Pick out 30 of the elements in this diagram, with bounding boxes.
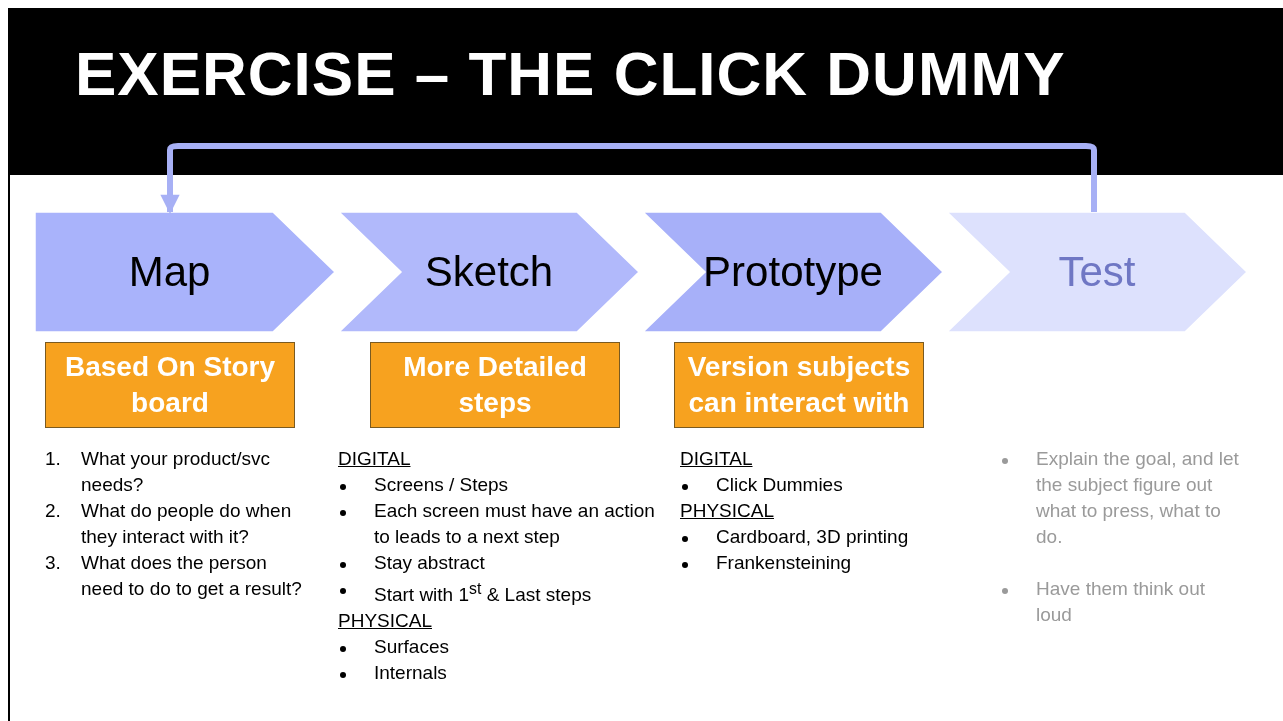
section-heading: PHYSICAL — [680, 499, 774, 523]
list-item: Explain the goal, and let the subject figure out what to press, what to do. — [1000, 446, 1240, 550]
list-item: Stay abstract — [338, 550, 658, 576]
list-item: What your product/svc needs? — [81, 447, 272, 497]
list-item: Screens / Steps — [338, 472, 658, 498]
list-item: What do people do when they interact with it? — [81, 499, 293, 549]
list-item: Internals — [338, 660, 658, 687]
section-heading: DIGITAL — [680, 447, 753, 471]
note-box: Based On Story board — [45, 342, 295, 428]
section-heading: PHYSICAL — [338, 609, 432, 634]
list-item: Frankensteining — [680, 550, 970, 576]
loop-arrow — [160, 143, 1097, 214]
section-heading: DIGITAL — [338, 447, 411, 471]
list-item: Surfaces — [338, 634, 658, 661]
slide-title: EXERCISE – THE CLICK DUMMY — [75, 38, 1066, 109]
list-number: 3. — [45, 551, 62, 575]
list-item: What does the person need to do to get a result? — [81, 551, 303, 601]
list-item: Cardboard, 3D printing — [680, 524, 970, 550]
list-item: Have them think out loud — [1000, 576, 1240, 628]
chevron-step: Map — [35, 212, 335, 332]
note-box: More Detailed steps — [370, 342, 620, 428]
list-item: Start with 1$^{st}$ & Last steps — [338, 576, 658, 609]
list-number: 1. — [45, 447, 62, 471]
list-item: Each screen must have an action to leads to a next step — [338, 498, 658, 550]
list-item: Click Dummies — [680, 472, 970, 498]
chevron-step: Test — [947, 212, 1247, 332]
chevron-step: Sketch — [339, 212, 639, 332]
list-number: 2. — [45, 499, 62, 523]
chevron-step: Prototype — [643, 212, 943, 332]
note-box: Version subjects can interact with — [674, 342, 924, 428]
